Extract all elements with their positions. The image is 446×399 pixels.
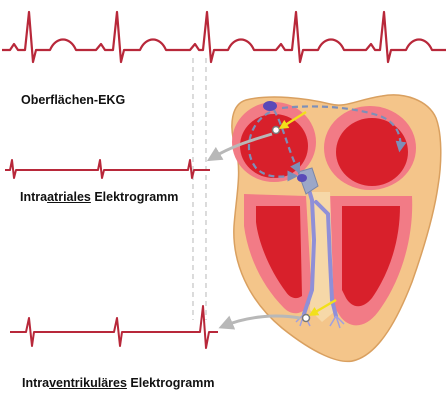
intraventricular-label-suffix: Elektrogramm (127, 376, 215, 390)
intraatrial-label: Intraatriales Elektrogramm (20, 190, 178, 204)
left-atrium-cavity (336, 118, 408, 186)
intraatrial-trace (5, 160, 210, 178)
electrode-icon (273, 127, 280, 134)
intraatrial-label-suffix: Elektrogramm (91, 190, 179, 204)
intraventricular-label-prefix: Intra (22, 376, 49, 390)
electrode-ventricle-icon (303, 315, 310, 322)
surface-ecg-label: Oberflächen-EKG (21, 93, 125, 107)
intraventricular-label-underlined: ventrikuläres (49, 376, 127, 390)
sa-node-icon (263, 101, 277, 111)
intraatrial-label-underlined: atriales (47, 190, 91, 204)
surface-ecg-trace (2, 12, 446, 62)
heart-illustration (232, 95, 441, 361)
intraventricular-trace (10, 306, 218, 348)
intraventricular-label: Intraventrikuläres Elektrogramm (22, 376, 214, 390)
av-node-icon (297, 174, 307, 182)
intraatrial-label-prefix: Intra (20, 190, 47, 204)
